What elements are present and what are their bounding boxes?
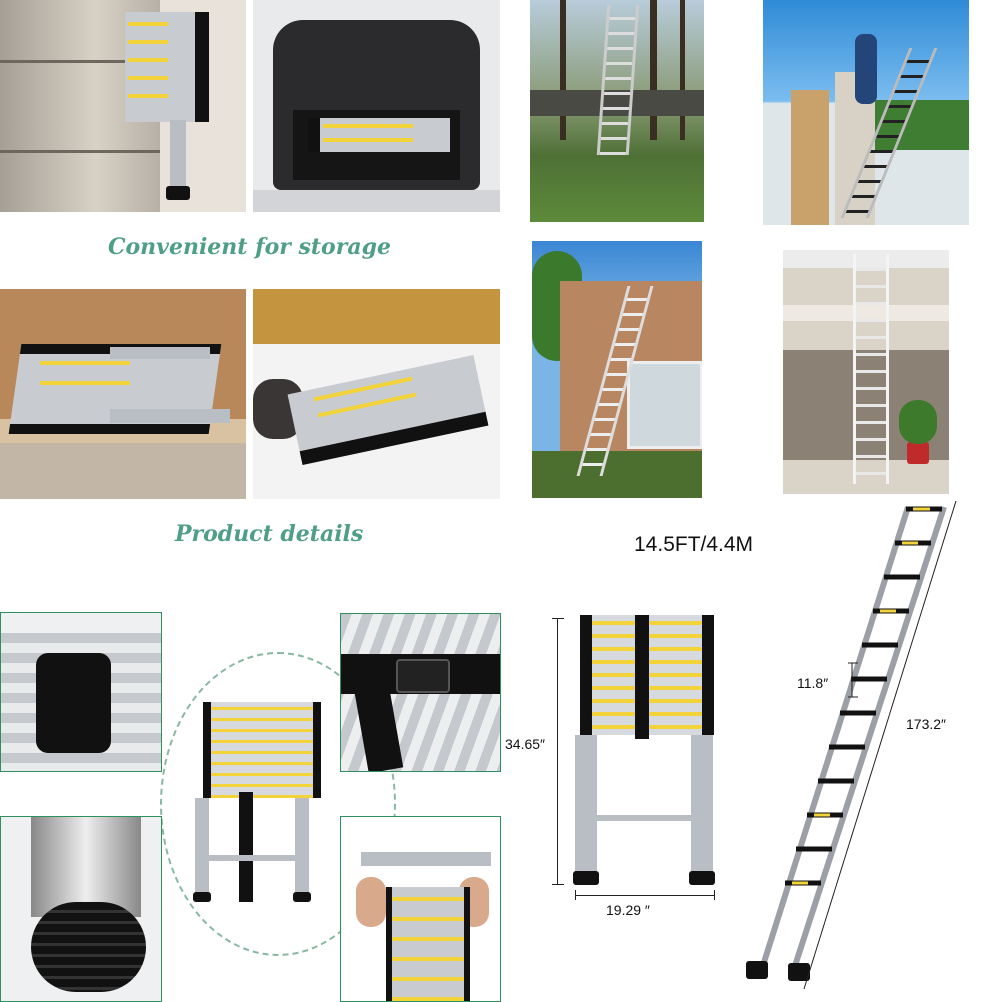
rubber-foot <box>31 902 146 992</box>
photo-car-trunk <box>253 0 500 212</box>
ladder-leg <box>195 798 209 896</box>
collapsed-ladder <box>287 355 489 465</box>
dimension-line-height <box>557 618 558 884</box>
cabinet-shelf <box>253 289 500 344</box>
plant <box>899 400 937 444</box>
worker <box>855 34 877 104</box>
collapsed-ladder <box>308 118 450 152</box>
dimension-tick <box>552 884 564 885</box>
car-bumper <box>253 190 500 212</box>
ladder-body <box>203 702 321 798</box>
ladder-rungs <box>785 506 942 886</box>
rubber-end-cap <box>36 653 111 753</box>
bottom-rung <box>205 855 299 861</box>
photo-ladder-house <box>532 241 702 498</box>
ladder-leg <box>295 798 309 896</box>
strap <box>239 792 253 902</box>
photo-ladder-trees <box>530 0 704 222</box>
ladder-foot <box>193 892 211 902</box>
photo-fridge-storage <box>0 0 246 212</box>
dimension-line-width <box>575 895 715 896</box>
house-window <box>627 361 702 449</box>
extended-ladder-diagram <box>746 500 957 990</box>
rung-label <box>128 58 168 62</box>
dimension-width-label: 19.29 ″ <box>606 902 650 918</box>
rung-label <box>323 138 413 142</box>
shelf-lower <box>0 443 246 499</box>
dimension-tick <box>575 890 576 900</box>
ladder-leg <box>110 347 210 359</box>
detail-dashed-circle <box>160 652 396 956</box>
ladder-leg <box>170 120 186 200</box>
dimension-tick <box>714 890 715 900</box>
ladder-feet <box>746 961 810 981</box>
tree-trunk <box>560 0 566 140</box>
tree-trunk <box>680 0 685 140</box>
rung-label <box>128 94 168 98</box>
detail-extending-ladder <box>340 816 501 1002</box>
ladder-foot <box>166 186 190 200</box>
dimension-rung-spacing-label: 11.8″ <box>797 675 829 691</box>
lawn <box>532 451 702 498</box>
ladder-leg <box>575 735 597 875</box>
detail-foot-cap <box>0 612 162 772</box>
rung-label <box>128 22 168 26</box>
rung-label <box>40 381 130 385</box>
caption-storage: Convenient for storage <box>108 234 391 260</box>
ladder-foot <box>573 871 599 885</box>
ladder-foot <box>689 871 715 885</box>
strap <box>635 615 649 739</box>
ladder-rails <box>757 506 947 976</box>
flower-pot <box>907 442 929 464</box>
collapsed-ladder-center <box>193 702 321 902</box>
photo-carrying-ladder <box>253 289 500 499</box>
fridge-seam <box>0 150 160 153</box>
aluminum-tube <box>31 817 141 917</box>
rung-labels <box>792 507 930 885</box>
ladder-rail <box>361 852 491 866</box>
collapsed-ladder <box>125 12 209 122</box>
rung-label <box>128 40 168 44</box>
ladder-foot <box>293 892 311 902</box>
rung-label <box>40 361 130 365</box>
brick-pillar <box>791 90 829 225</box>
collapsed-ladder <box>386 887 470 1001</box>
bottom-rung <box>595 815 693 821</box>
ladder-leg <box>691 735 713 875</box>
photo-ladder-porch <box>783 250 949 494</box>
caption-details: Product details <box>175 521 364 547</box>
photo-ladder-wall <box>763 0 969 225</box>
photo-shelf-storage <box>0 289 246 499</box>
dimension-length-label: 173.2″ <box>906 716 946 732</box>
ladder-leg <box>110 409 230 423</box>
dimension-lines <box>803 500 957 990</box>
hand <box>356 877 386 927</box>
fridge-seam <box>0 60 160 63</box>
tree-trunk <box>650 0 657 140</box>
spec-title: 14.5FT/4.4M <box>634 533 754 556</box>
detail-rubber-foot <box>0 816 162 1002</box>
extended-ladder <box>853 254 889 484</box>
dimension-height-label: 34.65″ <box>505 736 545 752</box>
buckle-icon <box>396 659 450 693</box>
rung-label <box>323 124 413 128</box>
detail-strap-buckle <box>340 613 501 772</box>
extended-ladder <box>596 5 640 155</box>
rung-label <box>128 76 168 80</box>
collapsed-ladder-dimensioned <box>573 615 715 887</box>
dimension-tick <box>552 618 564 619</box>
